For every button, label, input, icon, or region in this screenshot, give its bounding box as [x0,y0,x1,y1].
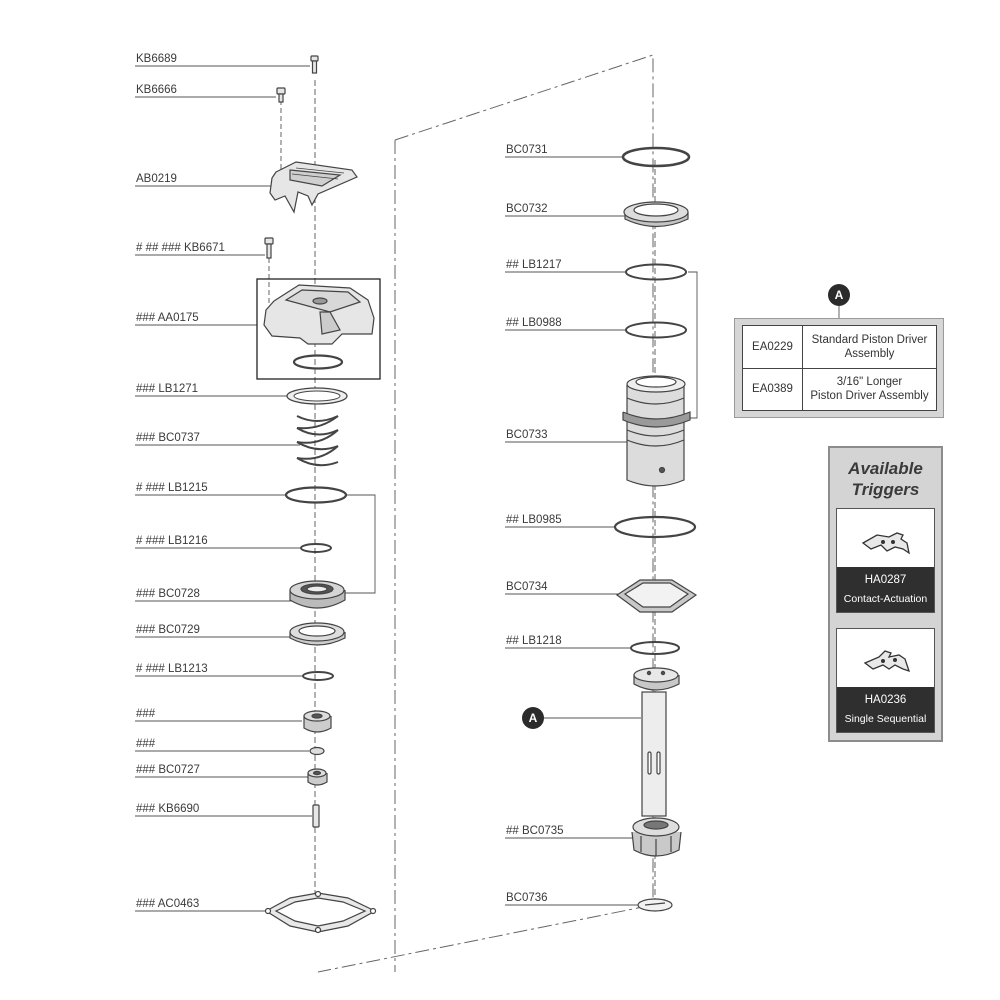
label-bc0729: ### BC0729 [136,624,200,636]
label-kb6689: KB6689 [136,53,177,65]
trigger-desc: Single Sequential [844,713,927,725]
kb6666-screw [276,87,286,103]
label-bc0727: ### BC0727 [136,764,200,776]
label-nut-upper: ### [136,708,156,720]
label-lb0985: ## LB0985 [506,514,562,526]
label-lb1213: # ### LB1213 [136,663,208,675]
table-cell-code: EA0229 [742,325,803,369]
label-ab0219: AB0219 [136,173,177,185]
frame-dashdot [317,54,654,973]
label-lb0988: ## LB0988 [506,317,562,329]
callout-a-diagram: A [522,707,544,729]
label-ac0463: ### AC0463 [136,898,200,910]
label-bc0732: BC0732 [506,203,548,215]
lb1216-oring [300,543,332,553]
table-cell-code: EA0389 [742,367,803,411]
kb6671-screw [264,237,274,259]
kb6690-screw [312,804,320,828]
label-bc0733: BC0733 [506,429,548,441]
trigger-card-ha0236: HA0236 Single Sequential [836,628,935,733]
label-aa0175: ### AA0175 [136,312,199,324]
lb1217-oring [625,263,687,281]
lb0985-oring [613,515,697,539]
lb1215-oring [284,486,348,504]
bc0732-seal [623,201,689,228]
bc0731-ring [621,146,691,168]
piston-driver [633,667,680,817]
kb6689-screw [310,55,319,74]
label-kb6671: # ## ### KB6671 [136,242,225,254]
bc0735-cap [631,817,682,857]
bc0728-seal [289,580,346,609]
aa0175-housing [263,284,375,345]
trigger-card-ha0287: HA0287 Contact-Actuation [836,508,935,613]
label-lb1215: # ### LB1215 [136,482,208,494]
bc0733-cylinder [622,375,691,487]
ac0463-gasket [264,890,377,934]
trigger-desc: Contact-Actuation [843,593,928,605]
lb0988-oring [625,321,687,339]
label-bc0728: ### BC0728 [136,588,200,600]
label-bc0734: BC0734 [506,581,548,593]
washer-small [309,746,325,756]
bc0736-disc [637,898,673,912]
label-washer: ### [136,738,156,750]
trigger-code: HA0287 [864,574,907,586]
label-lb1217: ## LB1217 [506,259,562,271]
label-lb1216: # ### LB1216 [136,535,208,547]
label-lb1218: ## LB1218 [506,635,562,647]
nut-upper [303,710,332,733]
label-kb6690: ### KB6690 [136,803,200,815]
lb1213-oring [302,671,334,681]
trigger-code: HA0236 [864,694,907,706]
lb1218-oring [630,641,680,655]
bc0737-spring [296,415,339,467]
label-bc0737: ### BC0737 [136,432,200,444]
ab0219-cap [269,161,358,214]
bc0727-nut [307,768,328,786]
label-kb6666: KB6666 [136,84,177,96]
trigger-icon [863,650,911,673]
bc0734-plate [615,579,698,613]
callout-a-table: A [828,284,850,306]
label-bc0736: BC0736 [506,892,548,904]
label-lb1271: ### LB1271 [136,383,199,395]
trigger-icon [861,532,910,555]
aa0175-oring [292,354,344,370]
aa0175-box [256,278,381,380]
label-bc0731: BC0731 [506,144,548,156]
bc0729-seal [289,622,346,646]
label-bc0735: ## BC0735 [506,825,564,837]
